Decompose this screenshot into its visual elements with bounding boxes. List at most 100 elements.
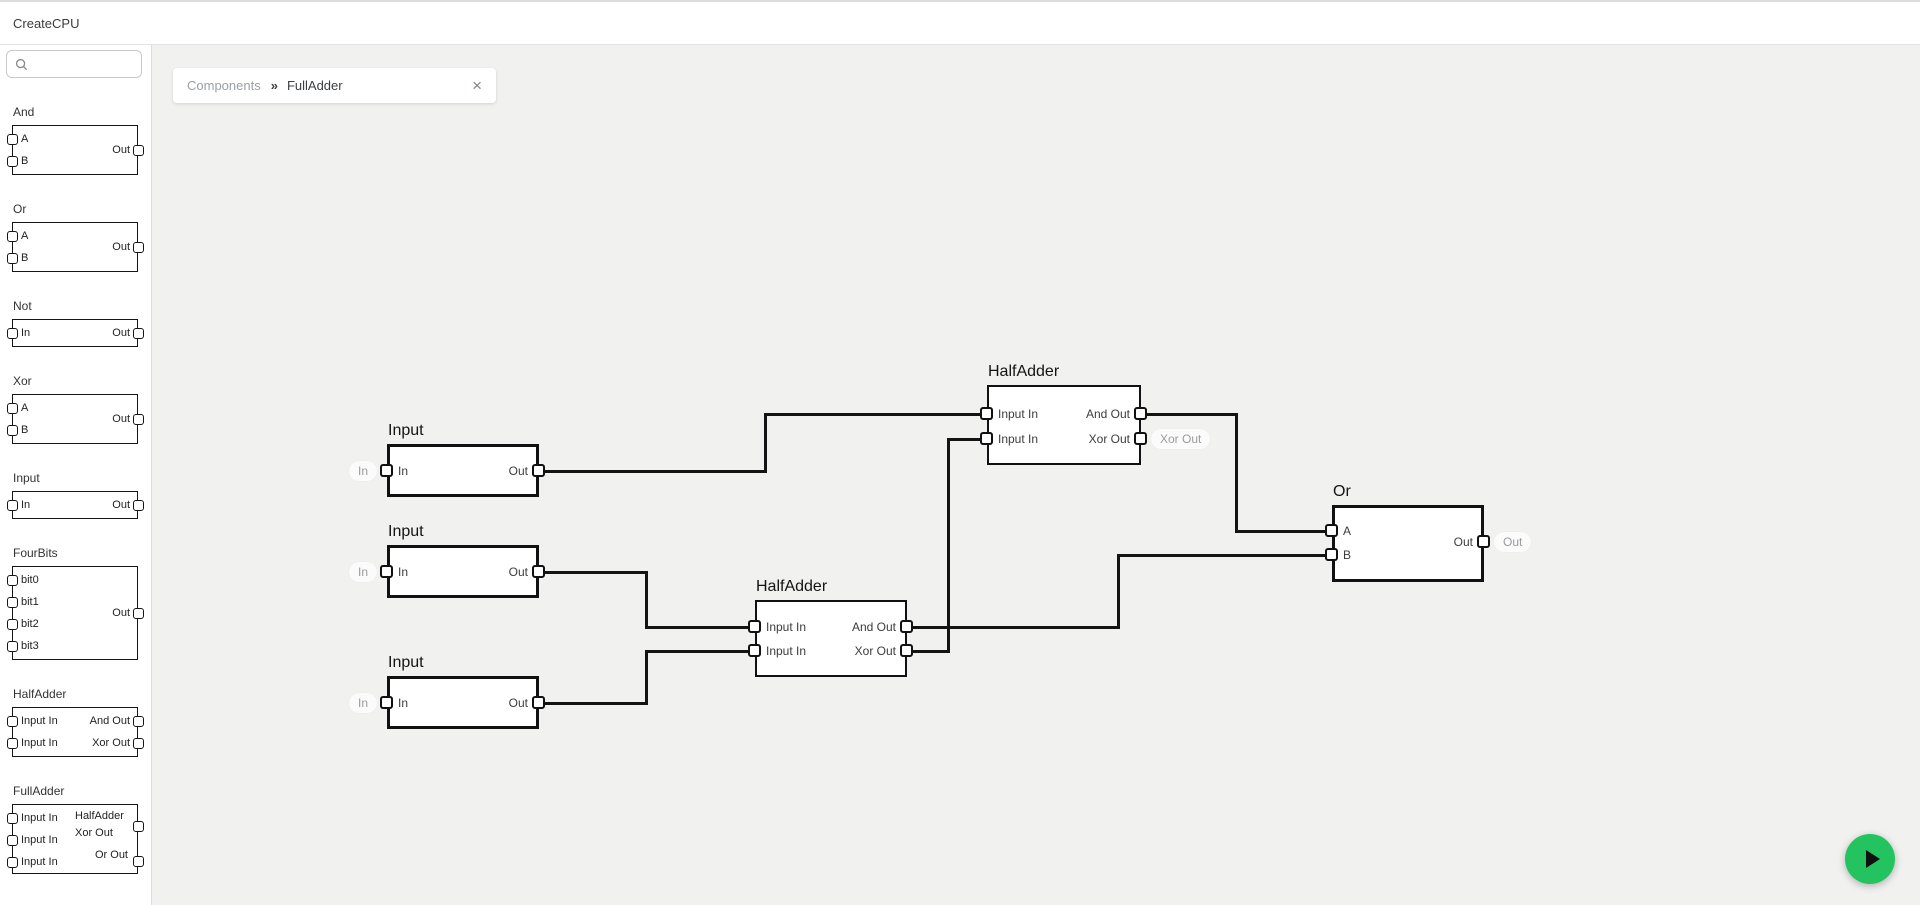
- output-port[interactable]: [900, 644, 913, 657]
- port-label: In: [21, 327, 31, 339]
- port-label: Out: [112, 499, 130, 511]
- input-port: [7, 618, 18, 630]
- component-output: Out: [112, 327, 144, 339]
- output-port: [133, 737, 144, 749]
- component-port-row: bit1: [7, 591, 137, 613]
- component-port-row: Input In: [7, 829, 137, 851]
- port-label: Out: [112, 144, 130, 156]
- block-title: Input: [388, 422, 424, 439]
- output-port[interactable]: [1477, 535, 1490, 548]
- input-port[interactable]: [748, 644, 761, 657]
- block-title: HalfAdder: [756, 578, 828, 595]
- canvas-block-input-c[interactable]: [387, 676, 539, 729]
- output-port[interactable]: [1134, 432, 1147, 445]
- port-label: Input In: [21, 856, 58, 868]
- close-icon[interactable]: ×: [472, 76, 482, 95]
- port-label: And Out: [851, 620, 896, 634]
- component-output: Out: [112, 144, 144, 156]
- component-name-label: FourBits: [13, 546, 58, 560]
- port-value-pill: Xor Out: [1151, 429, 1211, 449]
- wire-segment: [906, 626, 1120, 629]
- component-search[interactable]: [6, 50, 142, 78]
- input-port: [7, 834, 18, 846]
- component-not[interactable]: In Out: [7, 319, 144, 347]
- wire-segment: [645, 626, 757, 629]
- port-label: Out: [112, 607, 130, 619]
- canvas-block-input-b[interactable]: [387, 545, 539, 598]
- output-port[interactable]: [532, 565, 545, 578]
- port-label: Input In: [21, 737, 58, 749]
- component-port-row: B: [7, 419, 137, 441]
- port-label: Out: [508, 696, 528, 710]
- input-port: [7, 596, 18, 608]
- canvas-block-halfadder-mid[interactable]: [755, 600, 907, 677]
- port-label: In: [398, 464, 409, 478]
- port-label: B: [21, 252, 29, 264]
- wire-segment: [645, 650, 757, 653]
- canvas-block-halfadder-top[interactable]: [987, 385, 1141, 465]
- wire-segment: [1235, 530, 1334, 533]
- port-label: Input In: [21, 834, 58, 846]
- component-port-row: B: [7, 247, 137, 269]
- output-port[interactable]: [900, 620, 913, 633]
- component-name-label: And: [13, 105, 35, 119]
- port-label: Out: [1453, 535, 1473, 549]
- input-port[interactable]: [380, 565, 393, 578]
- wire-segment: [538, 702, 648, 705]
- wire-segment: [947, 438, 989, 441]
- port-label: And Out: [1085, 407, 1130, 421]
- output-port: [133, 327, 144, 339]
- input-port[interactable]: [980, 432, 993, 445]
- wire-segment: [764, 413, 767, 473]
- output-port[interactable]: [532, 464, 545, 477]
- port-label: Input In: [21, 812, 58, 824]
- wire-segment: [645, 571, 648, 629]
- input-port: [7, 155, 18, 167]
- port-value-pill: In: [348, 461, 377, 481]
- run-button[interactable]: [1845, 834, 1895, 884]
- component-port-row: bit3: [7, 635, 137, 657]
- chevron-double-right-icon: »: [270, 78, 278, 93]
- input-port[interactable]: [748, 620, 761, 633]
- input-port[interactable]: [1325, 524, 1338, 537]
- input-port: [7, 252, 18, 264]
- port-label: Input In: [998, 432, 1039, 446]
- input-port: [7, 230, 18, 242]
- port-label: A: [21, 230, 29, 242]
- input-port[interactable]: [380, 464, 393, 477]
- port-label: Input In: [766, 620, 807, 634]
- component-port-row: Input In: [7, 851, 137, 873]
- output-port[interactable]: [532, 696, 545, 709]
- breadcrumb-tab[interactable]: Components » FullAdder ×: [173, 68, 496, 103]
- port-label: Out: [508, 565, 528, 579]
- input-port[interactable]: [980, 407, 993, 420]
- output-port-label: Or Out: [94, 849, 128, 861]
- search-input[interactable]: [32, 56, 136, 72]
- port-label: Out: [508, 464, 528, 478]
- port-value-pill: In: [348, 693, 377, 713]
- port-label: A: [21, 133, 29, 145]
- component-name-label: HalfAdder: [13, 687, 67, 701]
- input-port[interactable]: [1325, 548, 1338, 561]
- wire-segment: [1117, 554, 1120, 629]
- input-port[interactable]: [380, 696, 393, 709]
- output-port[interactable]: [1134, 407, 1147, 420]
- wire-segment: [1117, 554, 1334, 557]
- input-port: [7, 327, 18, 339]
- breadcrumb-root[interactable]: Components: [187, 78, 261, 93]
- component-name-label: Or: [13, 202, 27, 216]
